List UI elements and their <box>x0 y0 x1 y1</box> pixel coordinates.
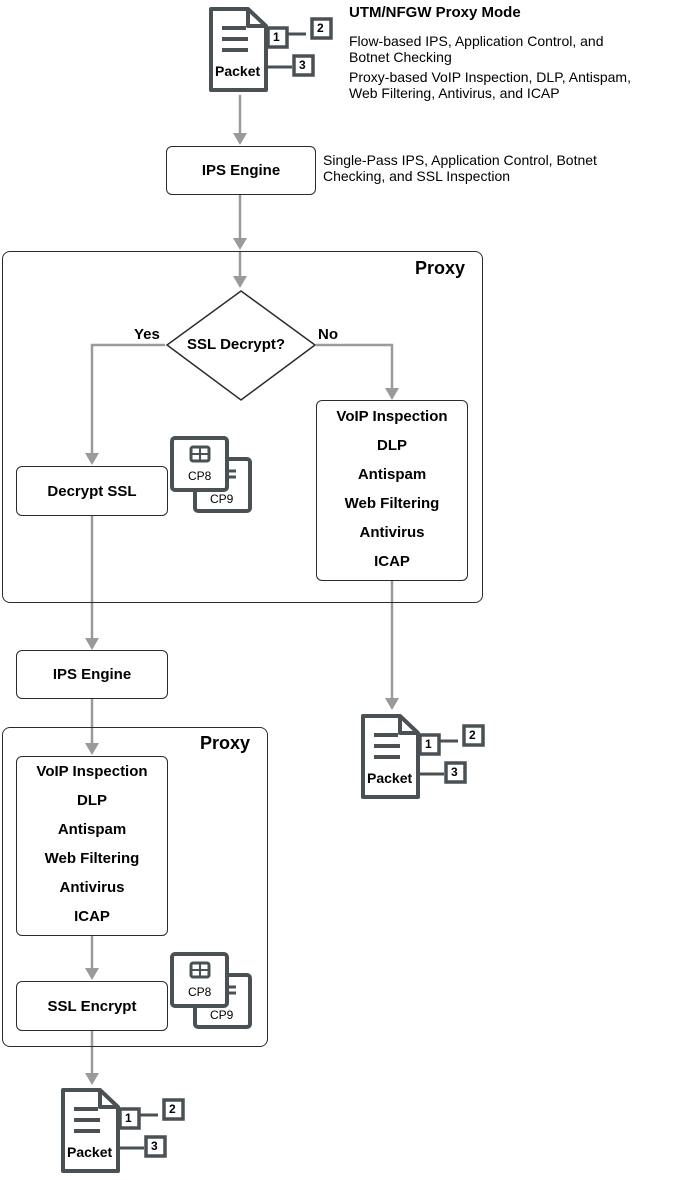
packet-icon-bottom: Packet 1 2 3 <box>60 1087 200 1175</box>
packet-label: Packet <box>215 63 261 79</box>
packet-document-icon <box>361 714 485 799</box>
mode-desc-line3: Proxy-based VoIP Inspection, DLP, Antisp… <box>349 69 631 85</box>
packet-icon-right: Packet 1 2 3 <box>360 713 500 801</box>
yes-label: Yes <box>134 326 160 343</box>
mode-desc-line4: Web Filtering, Antivirus, and ICAP <box>349 85 560 101</box>
ips-engine-note-line1: Single-Pass IPS, Application Control, Bo… <box>323 152 597 168</box>
proxy-group-lower <box>2 727 268 1047</box>
feature-icap: ICAP <box>374 553 410 570</box>
feature-web-filtering: Web Filtering <box>44 850 140 867</box>
chip-icon <box>170 952 252 1029</box>
decrypt-ssl-box: Decrypt SSL <box>16 466 168 516</box>
cp-chips-upper: CP8 CP9 <box>170 436 254 516</box>
no-label: No <box>318 326 338 343</box>
packet-tag-2: 2 <box>169 1102 176 1116</box>
packet-tag-3: 3 <box>451 765 458 779</box>
proxy-features-lower: VoIP Inspection DLP Antispam Web Filteri… <box>16 756 168 936</box>
cp-chips-lower: CP8 CP9 <box>170 952 254 1032</box>
packet-tag-3: 3 <box>151 1139 158 1153</box>
mode-desc-line1: Flow-based IPS, Application Control, and <box>349 33 604 49</box>
ssl-decrypt-diamond <box>165 290 317 401</box>
packet-label: Packet <box>367 770 413 786</box>
proxy-features-right: VoIP Inspection DLP Antispam Web Filteri… <box>316 400 468 581</box>
packet-document-icon <box>61 1088 185 1173</box>
packet-tag-2: 2 <box>469 728 476 742</box>
packet-label: Packet <box>67 1144 113 1160</box>
arrow-yes-branch <box>90 343 165 455</box>
packet-tag-3: 3 <box>299 58 306 72</box>
chip-cp9-label: CP9 <box>210 492 234 506</box>
ips-engine-top: IPS Engine <box>166 146 316 195</box>
packet-tag-2: 2 <box>317 21 324 35</box>
feature-antivirus: Antivirus <box>59 879 125 896</box>
feature-dlp: DLP <box>77 792 107 809</box>
feature-antispam: Antispam <box>357 466 427 483</box>
proxy-upper-title: Proxy <box>415 258 466 278</box>
feature-voip: VoIP Inspection <box>36 763 148 780</box>
chip-cp8-label: CP8 <box>188 985 212 999</box>
feature-voip: VoIP Inspection <box>336 408 448 425</box>
proxy-group-upper <box>2 251 483 603</box>
ips-engine-mid: IPS Engine <box>16 650 168 699</box>
packet-tag-1: 1 <box>125 1111 132 1125</box>
chip-cp8-label: CP8 <box>188 469 212 483</box>
ssl-encrypt-box: SSL Encrypt <box>16 981 168 1031</box>
packet-tag-1: 1 <box>273 30 280 44</box>
mode-desc-line2: Botnet Checking <box>349 49 452 65</box>
packet-tag-1: 1 <box>425 737 432 751</box>
feature-antispam: Antispam <box>57 821 127 838</box>
packet-icon-top: Packet 1 2 3 <box>208 6 348 94</box>
chip-icon <box>170 436 252 513</box>
feature-dlp: DLP <box>377 437 407 454</box>
feature-antivirus: Antivirus <box>359 524 425 541</box>
ssl-decrypt-label: SSL Decrypt? <box>187 336 286 353</box>
arrow-no-branch <box>316 343 394 390</box>
mode-title: UTM/NFGW Proxy Mode <box>349 4 521 21</box>
packet-document-icon <box>209 7 333 92</box>
chip-cp9-label: CP9 <box>210 1008 234 1022</box>
feature-icap: ICAP <box>74 908 110 925</box>
ips-engine-note-line2: Checking, and SSL Inspection <box>323 168 511 184</box>
proxy-lower-title: Proxy <box>200 733 251 753</box>
feature-web-filtering: Web Filtering <box>344 495 440 512</box>
